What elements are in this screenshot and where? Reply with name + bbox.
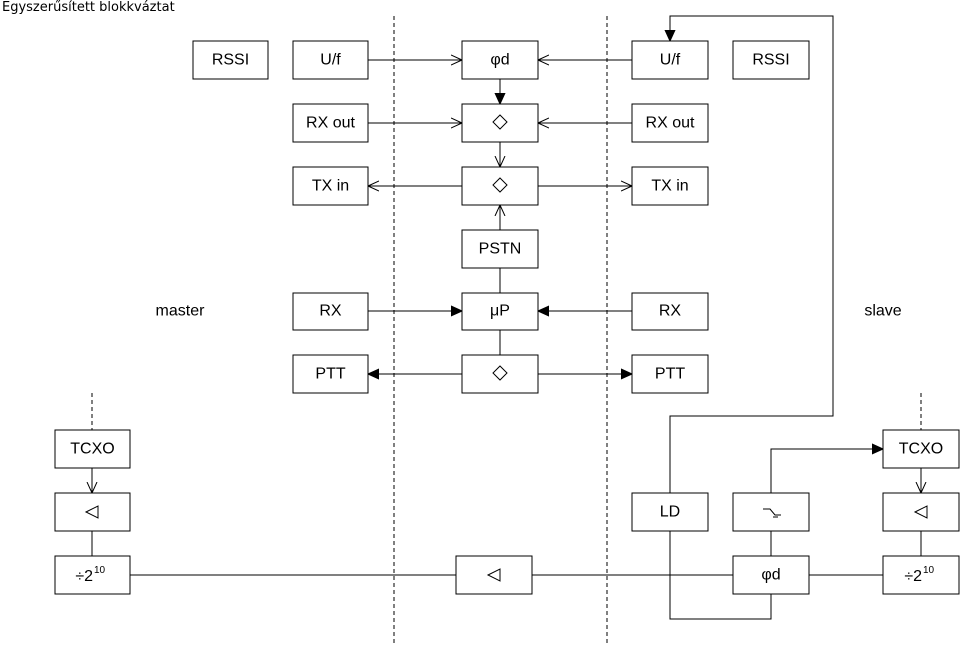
phase-detector-top-label: φd — [490, 52, 509, 69]
phase-detector-top-block: φd — [461, 40, 539, 80]
tcxo-left-block: TCXO — [54, 429, 131, 469]
divider-right-base: ÷2 — [904, 568, 922, 585]
switch-2-block — [461, 166, 539, 206]
rx-out-left-label: RX out — [306, 115, 355, 132]
switch-3-block — [461, 354, 539, 394]
buffer-middle-block — [455, 555, 533, 595]
line-filter-to-tcxo-right — [770, 449, 883, 493]
line-phid-to-ld — [669, 531, 772, 620]
uf-right-block: U/f — [631, 40, 709, 80]
triangle-left-icon — [913, 505, 928, 519]
tx-in-left-label: TX in — [312, 178, 349, 195]
rx-out-right-label: RX out — [646, 115, 695, 132]
ptt-right-label: PTT — [655, 366, 685, 383]
pstn-label: PSTN — [479, 241, 522, 258]
lock-detector-label: LD — [660, 504, 680, 521]
divider-right-exponent: 10 — [923, 565, 935, 576]
divider-left-base: ÷2 — [75, 568, 93, 585]
uf-right-label: U/f — [660, 52, 681, 69]
pstn-block: PSTN — [461, 229, 539, 269]
lowpass-filter-icon — [763, 508, 781, 518]
diamond-icon — [492, 114, 508, 130]
triangle-left-icon — [486, 568, 501, 582]
switch-1-block — [461, 103, 539, 143]
uf-left-block: U/f — [292, 40, 369, 80]
rssi-left-block: RSSI — [192, 40, 269, 80]
tx-in-right-label: TX in — [651, 178, 688, 195]
rx-right-block: RX — [631, 292, 709, 331]
tx-in-right-block: TX in — [631, 166, 709, 206]
divider-right-block: ÷2 10 — [882, 555, 960, 595]
phase-detector-bottom-block: φd — [732, 555, 810, 595]
rx-out-left-block: RX out — [292, 103, 369, 143]
rx-left-label: RX — [319, 303, 342, 320]
master-label: master — [156, 303, 206, 320]
rssi-right-label: RSSI — [752, 52, 789, 69]
microprocessor-block: μP — [461, 292, 539, 331]
loop-filter-block — [732, 492, 810, 532]
rx-left-block: RX — [292, 292, 369, 331]
rssi-right-block: RSSI — [732, 40, 810, 80]
ptt-right-block: PTT — [631, 354, 709, 394]
tx-in-left-block: TX in — [292, 166, 369, 206]
tcxo-right-label: TCXO — [899, 441, 943, 458]
microprocessor-label: μP — [490, 303, 510, 320]
tcxo-left-label: TCXO — [70, 441, 114, 458]
diagram-title: Egyszerűsített blokkváztat — [2, 0, 175, 15]
phase-detector-bottom-label: φd — [761, 567, 780, 584]
slave-label: slave — [864, 303, 901, 320]
tcxo-right-block: TCXO — [882, 429, 960, 469]
ptt-left-block: PTT — [292, 354, 369, 394]
rx-out-right-block: RX out — [631, 103, 709, 143]
line-ld-feedback — [670, 15, 834, 493]
ptt-left-label: PTT — [315, 366, 345, 383]
rx-right-label: RX — [659, 303, 682, 320]
diamond-icon — [492, 177, 508, 193]
rssi-left-label: RSSI — [212, 52, 249, 69]
uf-left-label: U/f — [320, 52, 341, 69]
buffer-right-block — [882, 492, 960, 532]
buffer-left-block — [54, 492, 131, 532]
divider-left-block: ÷2 10 — [54, 555, 131, 595]
lock-detector-block: LD — [631, 492, 709, 532]
divider-left-exponent: 10 — [94, 565, 106, 576]
diamond-icon — [492, 365, 508, 381]
triangle-left-icon — [84, 505, 99, 519]
